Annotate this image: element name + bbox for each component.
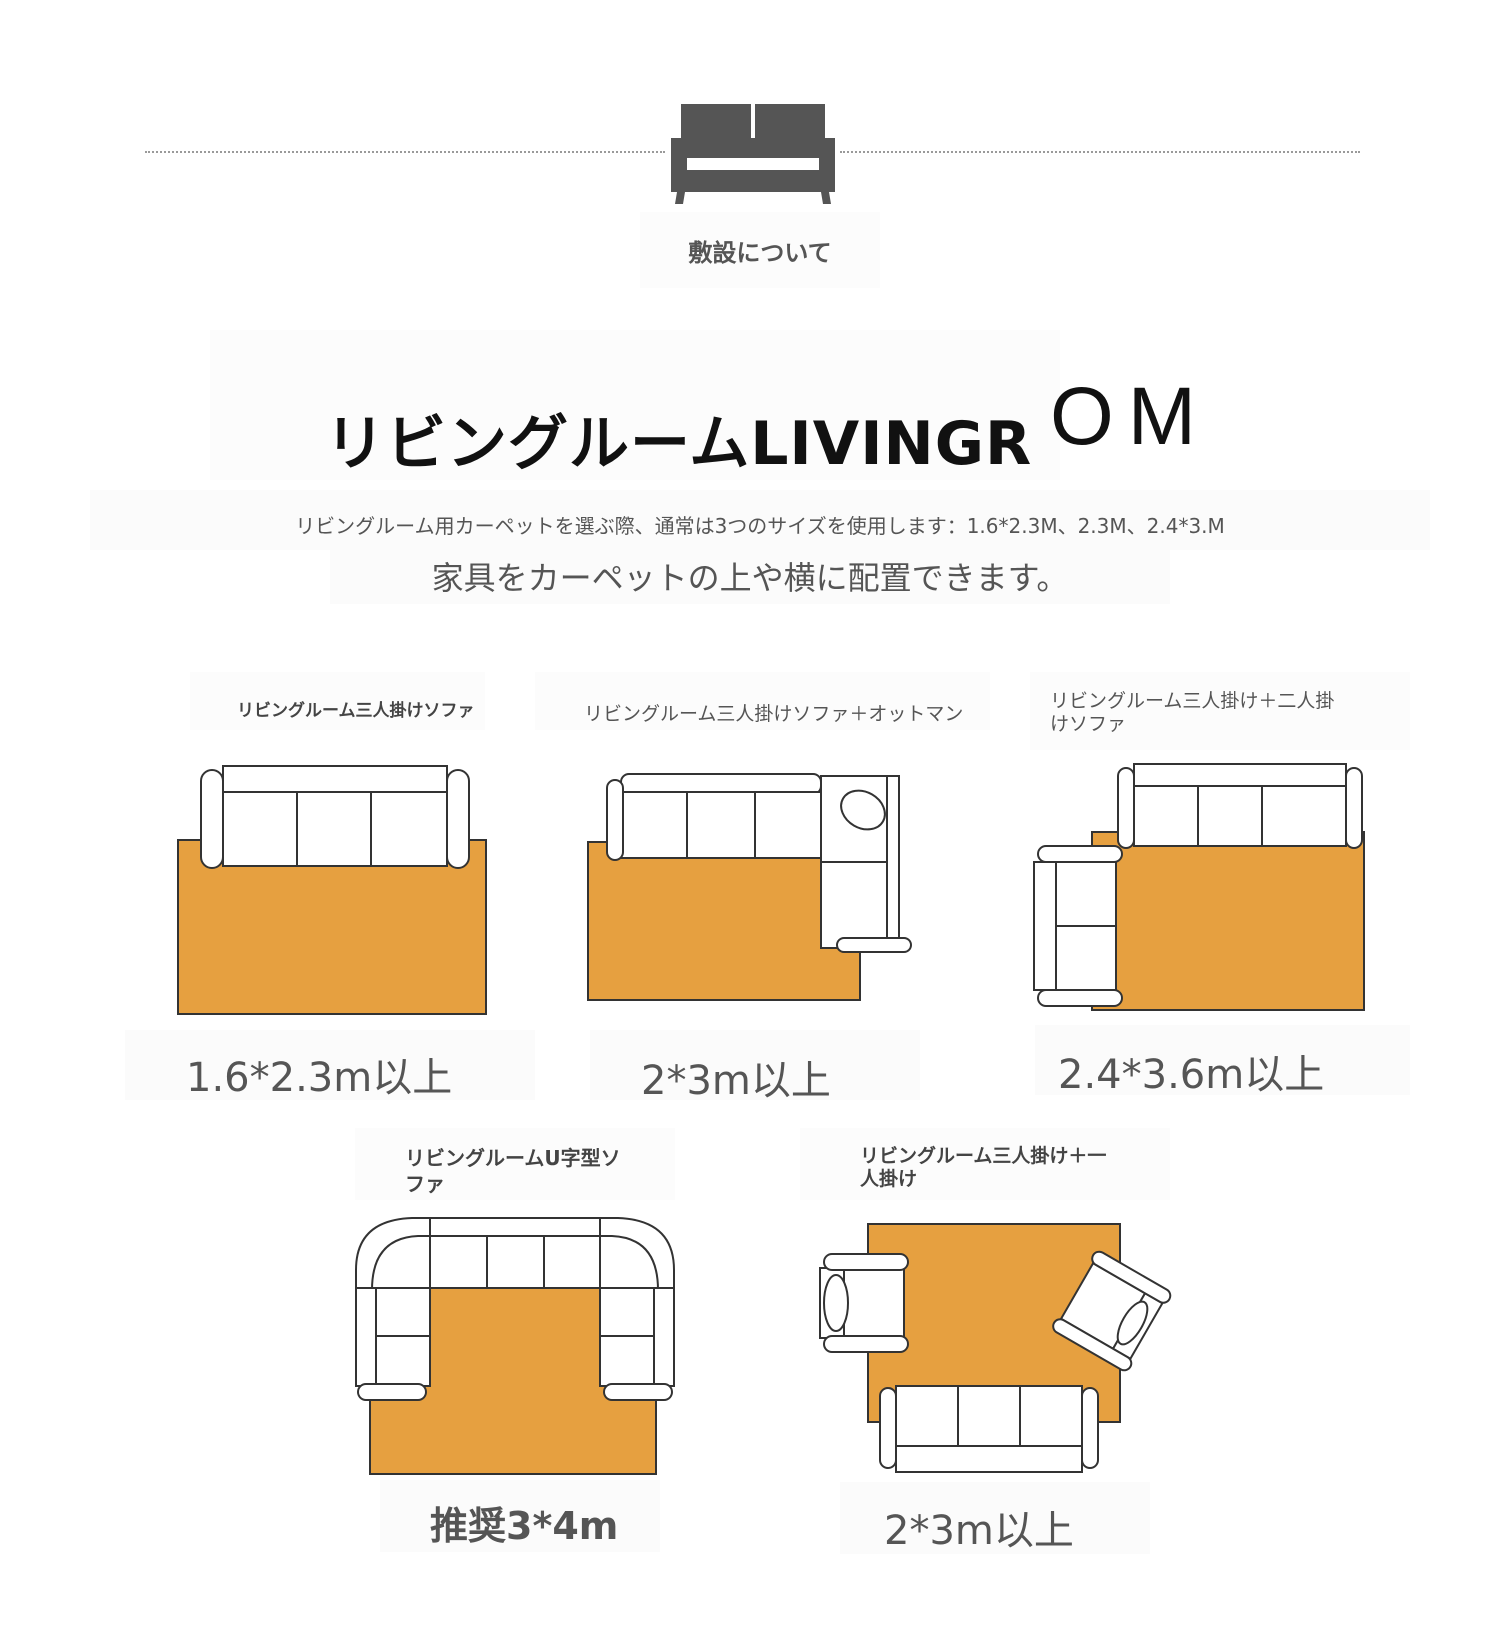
layout-1-diagram [177,765,487,1015]
layout-4-label-backdrop [355,1128,675,1200]
layout-2-sofa-arm-left [606,779,624,861]
layout-4-seat-top [429,1235,601,1289]
page-title: リビングルームLIVINGR [325,409,1033,479]
layout-5-sofa-arm-left [879,1387,897,1469]
layout-2-size-backdrop [590,1030,920,1100]
layout-4-back-top [429,1217,601,1237]
layout-2-chaise-arm [836,937,912,953]
layout-1-size: 1.6*2.3m以上 [186,1055,453,1101]
layout-1-sofa-arm-right [446,769,470,869]
layout-5-armchair-arm-top [823,1253,909,1271]
layout-5-armchair-rotated [1052,1250,1172,1372]
layout-1-label: リビングルーム三人掛けソファ [237,701,475,721]
layout-3-loveseat-arm-bottom [1037,989,1123,1007]
layout-4-arm-right [603,1383,673,1401]
layout-3-diagram [1033,763,1365,1011]
description-line-1: リビングルーム用カーペットを選ぶ際、通常は3つのサイズを使用します：1.6*2.… [295,514,1225,538]
layout-5-label-backdrop [800,1128,1170,1200]
layout-5-armchair-arm-bottom [823,1335,909,1353]
layout-5-diagram [819,1223,1172,1473]
layout-2-rug [587,841,861,1001]
divider-right [840,151,1360,153]
layout-5-sofa-seat [895,1385,1083,1447]
description-backdrop-2 [330,548,1170,604]
layout-2-label-backdrop [535,672,990,730]
page-title-suffix: OM [1050,371,1211,462]
layout-2-cushion [840,789,886,831]
layout-3-sofa-arm-right [1345,767,1363,849]
layout-4-back-left [355,1287,377,1387]
layout-1-rug [177,839,487,1015]
description-backdrop-1 [90,490,1430,550]
description-line-2: 家具をカーペットの上や横に配置できます。 [431,559,1069,597]
layout-5-sofa-arm-right [1081,1387,1099,1469]
layout-3-loveseat-arm-top [1037,845,1123,863]
layout-4-size-backdrop [380,1480,660,1552]
layout-5-sofa-back [895,1445,1083,1473]
layout-2-chaise-back [886,775,900,949]
layout-4-size: 推奨3*4m [430,1504,619,1548]
layout-3-label: リビングルーム三人掛け＋二人掛けソファ [1050,690,1335,735]
layout-5-size: 2*3m以上 [884,1508,1074,1554]
layout-2-size: 2*3m以上 [641,1058,831,1104]
layout-5-size-backdrop [840,1482,1150,1554]
layout-4-corner-left [355,1217,431,1291]
layout-4-corner-right [599,1217,675,1291]
layout-4-back-right [653,1287,675,1387]
layout-5-armchair-seat [843,1267,905,1339]
layout-1-sofa-seat [222,791,448,867]
layout-3-sofa-seat [1133,785,1347,847]
layout-1-label-backdrop [190,672,485,730]
layout-3-size: 2.4*3.6m以上 [1058,1052,1325,1098]
layout-3-sofa-arm-left [1117,767,1135,849]
layout-3-size-backdrop [1035,1025,1410,1095]
layout-4-label: リビングルームU字型ソファ [405,1146,621,1196]
sofa-icon [671,104,835,204]
layout-1-size-backdrop [125,1030,535,1100]
layout-2-sofa-seat [620,791,822,859]
divider-left [145,151,665,153]
title-backdrop [210,330,1060,480]
section-label: 敷設について [640,212,880,288]
layout-1-sofa-arm-left [200,769,224,869]
layout-3-rug [1091,831,1365,1011]
layout-4-arm-left [357,1383,427,1401]
layout-2-diagram [587,773,912,1001]
layout-5-label: リビングルーム三人掛け＋一人掛け [860,1145,1107,1190]
layout-3-label-backdrop [1030,672,1410,750]
layout-2-label: リビングルーム三人掛けソファ＋オットマン [584,703,964,725]
layout-4-diagram [355,1217,675,1475]
